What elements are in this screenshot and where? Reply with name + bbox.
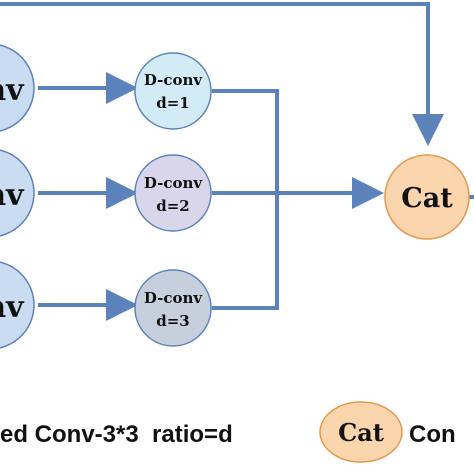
left-conv-label-3: nv bbox=[0, 290, 25, 325]
legend-concat-text: Con bbox=[409, 421, 456, 448]
dconv-node-3: D-conv d=3 bbox=[134, 269, 212, 347]
dconv-node-1: D-conv d=1 bbox=[134, 52, 212, 130]
left-conv-circle-3 bbox=[0, 261, 35, 349]
left-conv-circle-2 bbox=[0, 149, 35, 237]
left-conv-node-3: nv bbox=[0, 261, 35, 349]
dconv-title-2: D-conv bbox=[144, 174, 204, 192]
dconv-circle-1 bbox=[134, 52, 212, 130]
cat-node: Cat bbox=[384, 154, 470, 240]
dconv-param-1: d=1 bbox=[156, 94, 190, 112]
left-conv-node-1: nv bbox=[0, 44, 35, 132]
legend: ed Conv-3*3 ratio=d Cat Con bbox=[0, 401, 456, 463]
left-conv-label-1: nv bbox=[0, 73, 25, 108]
dconv-param-3: d=3 bbox=[156, 312, 190, 330]
arrow-top-to-cat bbox=[0, 2, 444, 146]
dconv-circle-2 bbox=[134, 154, 212, 232]
dconv-title-1: D-conv bbox=[144, 71, 204, 89]
left-conv-node-2: nv bbox=[0, 149, 35, 237]
cat-label: Cat bbox=[401, 183, 453, 214]
left-conv-label-2: nv bbox=[0, 178, 25, 213]
dconv-title-3: D-conv bbox=[144, 289, 204, 307]
legend-cat-label: Cat bbox=[338, 418, 384, 447]
dconv-circle-3 bbox=[134, 269, 212, 347]
left-conv-circle-1 bbox=[0, 44, 35, 132]
connector-lines bbox=[0, 2, 474, 321]
legend-conv-ratio-text: ed Conv-3*3 ratio=d bbox=[0, 421, 233, 448]
legend-cat-swatch bbox=[319, 401, 403, 463]
dconv-node-2: D-conv d=2 bbox=[134, 154, 212, 232]
merge-line-dconv3 bbox=[212, 193, 279, 310]
cat-circle bbox=[384, 154, 470, 240]
merge-line-dconv1 bbox=[212, 89, 279, 193]
dconv-param-2: d=2 bbox=[156, 197, 190, 215]
